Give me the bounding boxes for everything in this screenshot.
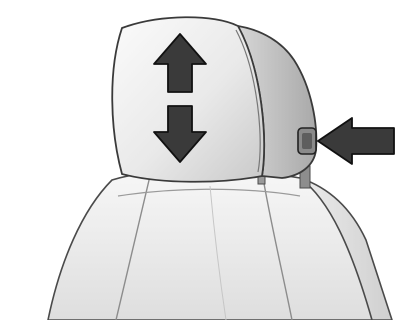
- arrow-left-icon: [318, 118, 394, 164]
- seatback: [48, 170, 392, 320]
- headrest: [112, 17, 316, 182]
